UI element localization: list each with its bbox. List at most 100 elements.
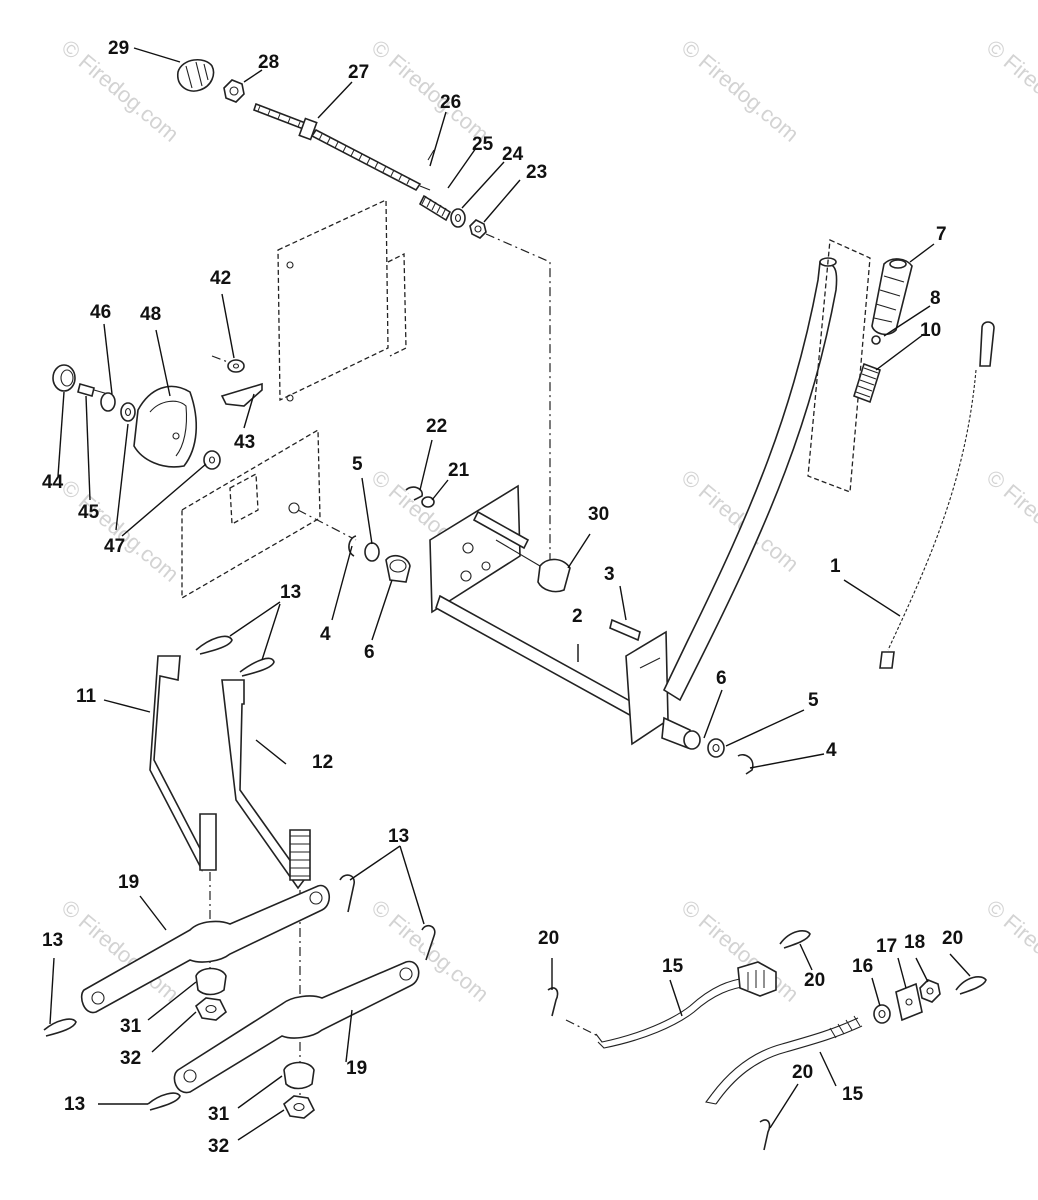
- callout-21: 21: [448, 460, 470, 481]
- clip-4-right: [737, 754, 754, 775]
- callout-2: 2: [572, 606, 583, 627]
- callout-45: 45: [78, 502, 100, 523]
- callout-1: 1: [830, 556, 841, 577]
- callout-43: 43: [234, 432, 255, 453]
- callout-17: 17: [876, 936, 897, 957]
- callout-15-upper: 15: [662, 956, 684, 977]
- washer-47: [120, 402, 136, 422]
- callout-42: 42: [210, 268, 231, 289]
- callout-28: 28: [258, 52, 279, 73]
- nut-28: [223, 79, 245, 103]
- callout-46: 46: [90, 302, 111, 323]
- callout-13-left: 13: [42, 930, 63, 951]
- washer-47b: [203, 450, 221, 470]
- callout-31-upper: 31: [120, 1016, 142, 1037]
- leader-lines: [49, 47, 971, 1141]
- callout-13-bottom: 13: [64, 1094, 85, 1115]
- callout-13-top: 13: [280, 582, 301, 603]
- lever-end-plate: [625, 630, 669, 746]
- callout-15-lower: 15: [842, 1084, 864, 1105]
- mounting-plate-phantom: [277, 198, 407, 402]
- watermark: © Firedog.com: [982, 35, 1038, 147]
- rod-26: [419, 149, 435, 191]
- bracket-phantom: [181, 428, 357, 600]
- nut-32-lower: [282, 1095, 316, 1119]
- washer-5-left: [364, 542, 380, 562]
- callout-44: 44: [42, 472, 64, 493]
- callout-10: 10: [920, 320, 941, 341]
- grip-7: [871, 258, 913, 336]
- bushing-6-right: [661, 716, 701, 750]
- callout-6-right: 6: [716, 668, 727, 689]
- rod-15-upper: [565, 961, 777, 1049]
- handle-48: [133, 385, 198, 468]
- callout-48: 48: [140, 304, 161, 325]
- knob-29: [177, 59, 215, 92]
- rod-1: [879, 321, 995, 669]
- callout-16: 16: [852, 956, 873, 977]
- washer-24: [450, 208, 466, 228]
- lift-arm-19-lower: [173, 960, 420, 1094]
- callout-29: 29: [108, 38, 129, 59]
- rod-15-lower: [705, 1015, 863, 1105]
- callout-30: 30: [588, 504, 609, 525]
- pin-8: [871, 335, 881, 345]
- cap-44: [52, 364, 76, 392]
- callout-26: 26: [440, 92, 461, 113]
- callout-13-right: 13: [388, 826, 409, 847]
- callout-31-lower: 31: [208, 1104, 230, 1125]
- nut-18: [919, 979, 941, 1003]
- washer-42: [211, 355, 245, 373]
- bushing-6-left: [385, 554, 411, 583]
- callout-11: 11: [76, 686, 97, 707]
- pin-3: [609, 618, 641, 642]
- washer-5-right: [707, 738, 725, 758]
- callout-32-upper: 32: [120, 1048, 141, 1069]
- clip-21-22: [405, 486, 435, 508]
- callout-20-far-right: 20: [942, 928, 963, 949]
- callout-47: 47: [104, 536, 125, 557]
- lift-arm-19-upper: [80, 884, 330, 1014]
- callout-5-right: 5: [808, 690, 819, 711]
- callout-3: 3: [604, 564, 615, 585]
- callout-20-left: 20: [538, 928, 559, 949]
- callout-4-left: 4: [320, 624, 331, 645]
- link-11: [149, 655, 217, 872]
- callout-8: 8: [930, 288, 941, 309]
- link-12: [221, 679, 311, 890]
- callout-32-lower: 32: [208, 1136, 229, 1157]
- bushing-31-lower: [283, 1061, 315, 1090]
- shaft-2: [435, 594, 651, 726]
- callout-22: 22: [426, 416, 447, 437]
- callout-4-right: 4: [826, 740, 837, 761]
- hairpins-13-bottom: [43, 874, 436, 1111]
- hairpins-13-top: [195, 635, 275, 677]
- callout-20-bottom: 20: [792, 1062, 813, 1083]
- callouts: 29 28 27 26 25 24 23 7 8 10 42 46 48 43 …: [42, 38, 963, 1157]
- block-17: [895, 982, 923, 1022]
- callout-19-upper: 19: [118, 872, 139, 893]
- watermark: © Firedog.com: [677, 35, 804, 147]
- washer-46: [100, 392, 116, 412]
- spring-25: [418, 194, 452, 222]
- callout-18: 18: [904, 932, 925, 953]
- callout-25: 25: [472, 134, 494, 155]
- nut-23: [469, 219, 487, 239]
- callout-20-mid: 20: [804, 970, 825, 991]
- callout-27: 27: [348, 62, 369, 83]
- watermark: © Firedog.com: [982, 895, 1038, 1007]
- lever-phantom-box: [807, 239, 871, 493]
- threaded-rod-27: [252, 102, 422, 192]
- callout-19-lower: 19: [346, 1058, 367, 1079]
- nut-32-upper: [194, 997, 228, 1021]
- hairpins-20: [547, 930, 987, 1151]
- callout-7: 7: [936, 224, 947, 245]
- watermark: © Firedog.com: [367, 35, 494, 147]
- callout-24: 24: [502, 144, 524, 165]
- bolt-45: [77, 383, 109, 397]
- pin-30: [495, 539, 571, 593]
- callout-6-left: 6: [364, 642, 375, 663]
- callout-23: 23: [526, 162, 547, 183]
- nut-16: [873, 1004, 891, 1024]
- clip-43: [220, 382, 263, 407]
